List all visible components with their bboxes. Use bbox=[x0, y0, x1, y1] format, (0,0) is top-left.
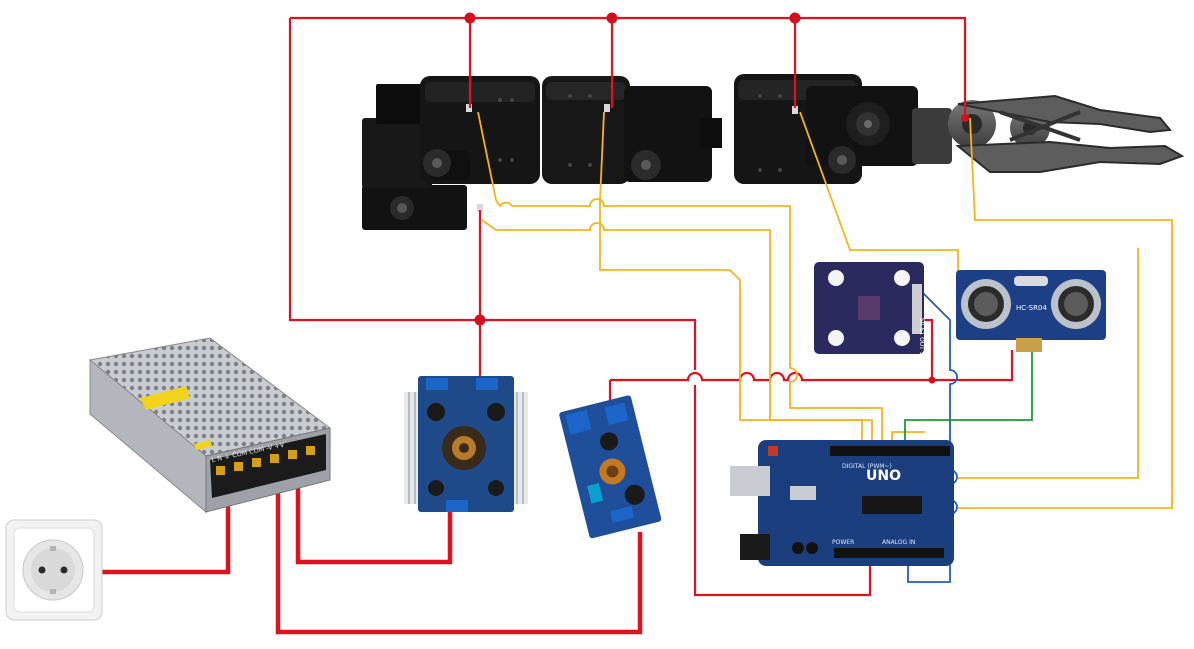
power-bus-left bbox=[288, 18, 872, 597]
ground-wire bbox=[907, 289, 958, 583]
power-wires bbox=[288, 16, 1014, 597]
arduino-uno-board: UNO DIGITAL (PWM~) POWER ANALOG IN bbox=[730, 440, 954, 566]
power-bus-top bbox=[290, 16, 967, 118]
psu-power-wires bbox=[85, 488, 643, 635]
gripper-signal bbox=[958, 117, 1173, 509]
wall-socket bbox=[5, 519, 103, 621]
boost-converter bbox=[404, 376, 528, 512]
ultrasonic-sensor: HC-SR04 bbox=[956, 270, 1106, 352]
ultrasonic-signal bbox=[958, 248, 1139, 479]
power-supply-unit: L N ⏚ COM COM -V +V bbox=[88, 337, 332, 514]
color-sensor: S0 S1 OUT S2 S3 bbox=[814, 262, 925, 369]
arm-link-1 bbox=[420, 76, 540, 184]
sensor-power-wire bbox=[610, 350, 1014, 382]
base-servo bbox=[362, 84, 467, 230]
servo-connector bbox=[477, 204, 483, 212]
junction-dot bbox=[474, 314, 486, 326]
arm-link-2 bbox=[542, 76, 630, 184]
servo-base-signal bbox=[481, 219, 863, 445]
psu-to-buck-wire bbox=[275, 488, 643, 635]
servo-connector bbox=[792, 106, 798, 114]
psu-to-booster-wire bbox=[295, 488, 453, 565]
ultrasonic-model-label: HC-SR04 bbox=[1016, 304, 1047, 312]
color-sensor-pin-label: S0 S1 OUT S2 S3 bbox=[918, 318, 925, 369]
arduino-digital-label: DIGITAL (PWM~) bbox=[842, 463, 892, 470]
ultrasonic-echo-wire bbox=[904, 350, 1033, 445]
wrist-servo bbox=[806, 86, 918, 174]
junction-dot bbox=[928, 376, 936, 384]
servo-connector bbox=[604, 104, 610, 112]
servo-1-signal bbox=[477, 111, 883, 445]
junction-dot bbox=[464, 12, 476, 24]
junction-dot bbox=[789, 12, 801, 24]
elbow-servo bbox=[624, 86, 722, 182]
junctions bbox=[464, 12, 969, 384]
mains-wire bbox=[85, 490, 231, 575]
robot-arm bbox=[362, 74, 1185, 230]
data-wires bbox=[904, 289, 1033, 583]
arduino-power-label: POWER bbox=[832, 539, 854, 546]
junction-dot bbox=[961, 114, 969, 122]
arduino-analog-label: ANALOG IN bbox=[882, 539, 915, 546]
arduino-brand-label: UNO bbox=[866, 468, 901, 484]
junction-dot bbox=[606, 12, 618, 24]
gripper bbox=[912, 94, 1185, 173]
buck-converter bbox=[559, 395, 662, 539]
